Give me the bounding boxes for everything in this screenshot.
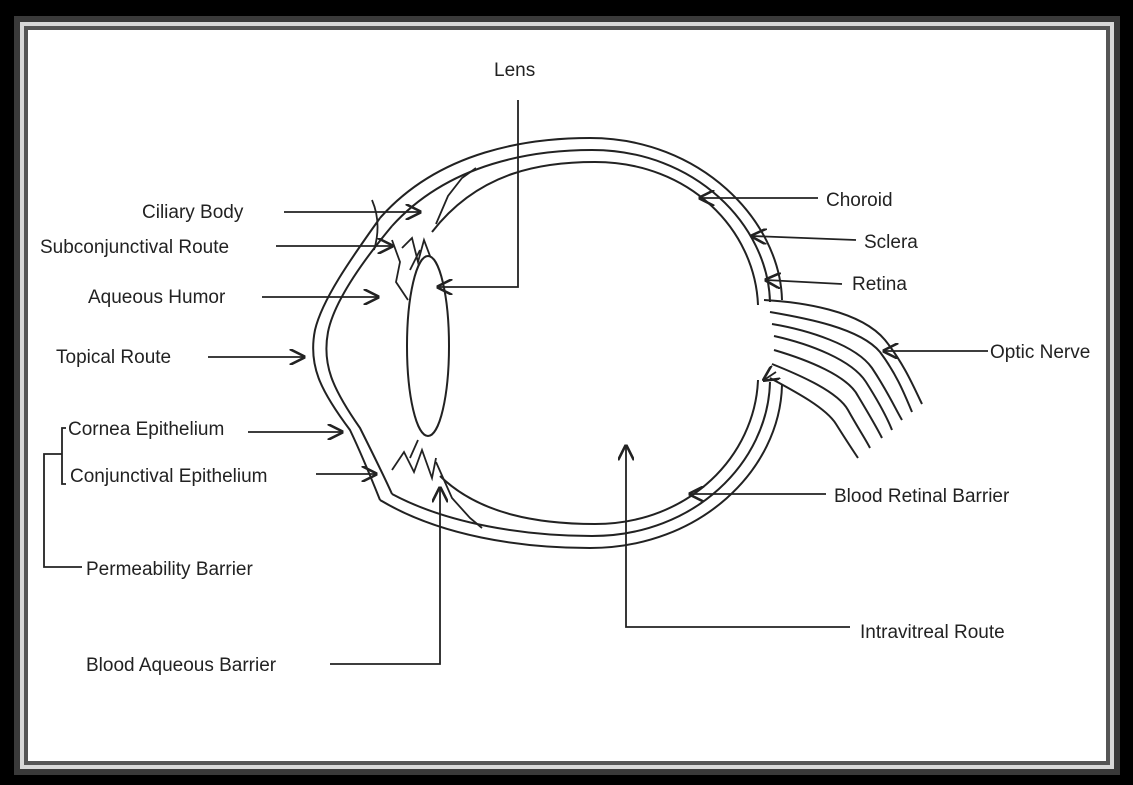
label-intravitreal-route: Intravitreal Route (860, 622, 1005, 643)
label-blood-retinal-barrier: Blood Retinal Barrier (834, 486, 1010, 507)
label-ciliary-body: Ciliary Body (142, 202, 244, 223)
diagram-background (28, 30, 1106, 761)
label-sclera: Sclera (864, 232, 918, 253)
label-retina: Retina (852, 274, 907, 295)
label-aqueous-humor: Aqueous Humor (88, 287, 226, 308)
label-topical-route: Topical Route (56, 347, 171, 368)
label-optic-nerve: Optic Nerve (990, 342, 1090, 363)
label-subconjunctival-route: Subconjunctival Route (40, 237, 229, 258)
label-blood-aqueous-barrier: Blood Aqueous Barrier (86, 655, 277, 676)
label-conjunctival-epithelium: Conjunctival Epithelium (70, 466, 268, 487)
lens-shape (407, 256, 449, 436)
label-permeability-barrier: Permeability Barrier (86, 559, 253, 580)
label-cornea-epithelium: Cornea Epithelium (68, 419, 224, 440)
label-choroid: Choroid (826, 190, 893, 211)
label-lens: Lens (494, 60, 535, 81)
